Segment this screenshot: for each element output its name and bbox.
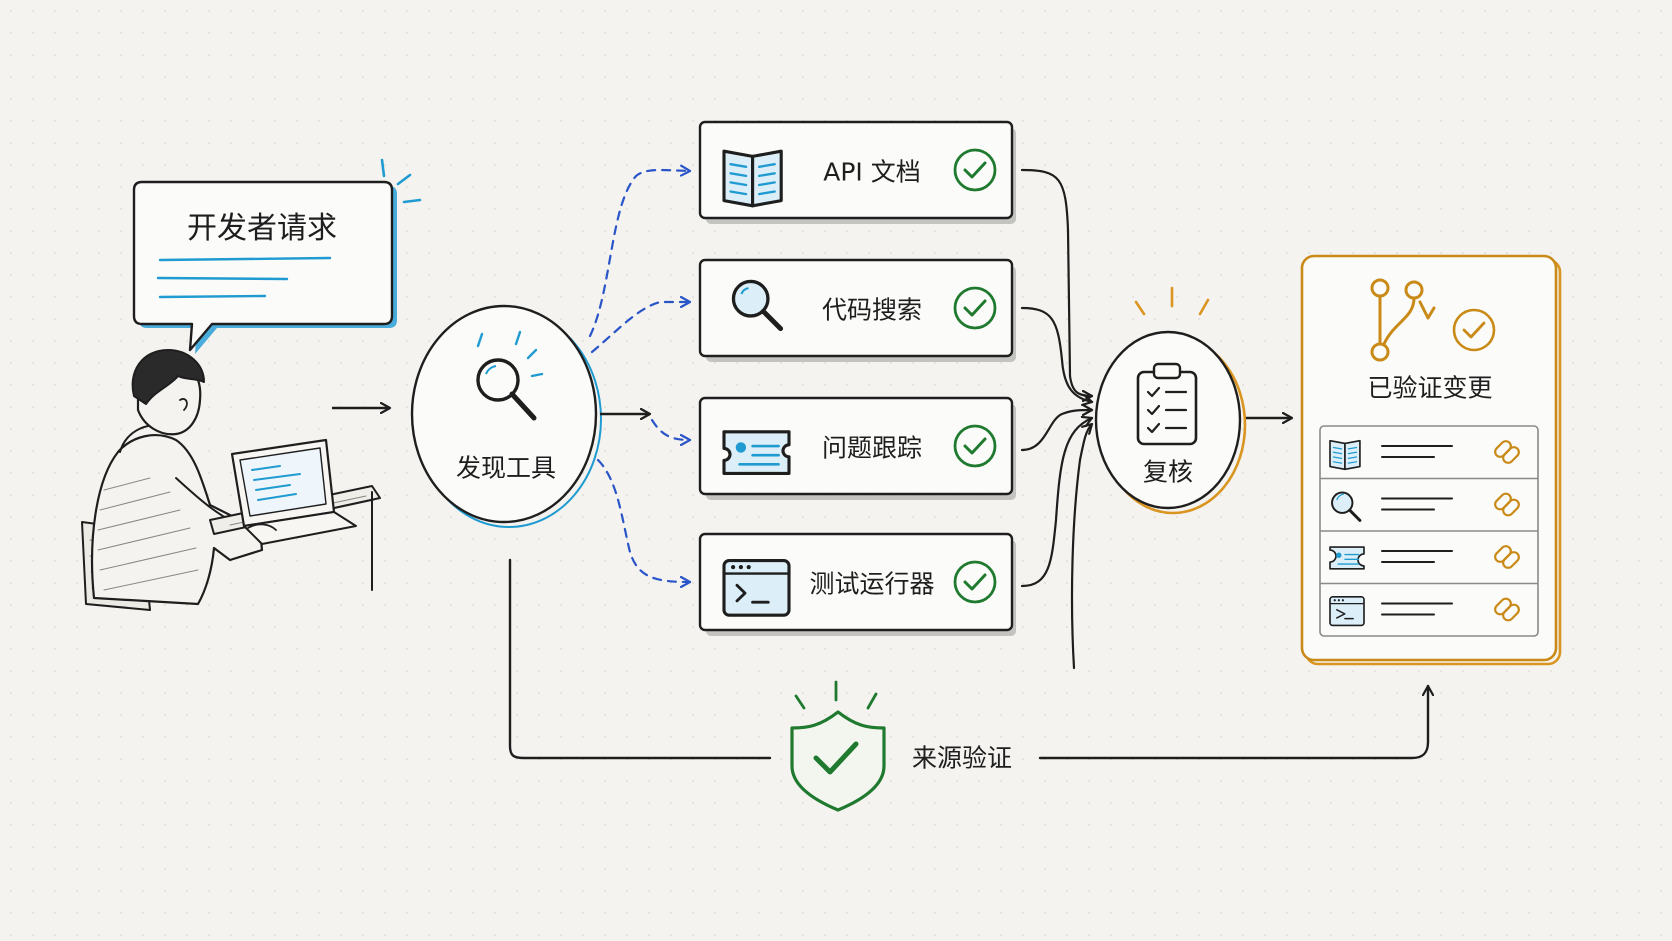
shield-check-icon — [790, 710, 886, 812]
terminal-icon — [722, 559, 791, 617]
result-card[interactable] — [1300, 254, 1562, 666]
result-label: 已验证变更 — [1367, 373, 1493, 403]
tool-card-test-runner[interactable] — [698, 532, 1016, 636]
result-row — [1320, 530, 1538, 570]
link-icon[interactable] — [1493, 492, 1521, 518]
clipboard-checklist-icon — [1136, 362, 1198, 446]
result-rows — [1320, 439, 1538, 627]
tool-label-code-search: 代码搜索 — [821, 295, 923, 325]
review-node[interactable] — [1094, 286, 1247, 515]
tool-card-issue-tracker[interactable] — [698, 396, 1016, 500]
book-icon — [722, 149, 783, 208]
result-row — [1320, 582, 1538, 627]
provenance-path — [508, 558, 1428, 760]
discovery-node[interactable] — [410, 304, 602, 528]
request-bubble — [132, 180, 397, 354]
magnifier-icon — [731, 279, 784, 332]
discovery-label: 发现工具 — [455, 453, 557, 483]
link-icon[interactable] — [1493, 597, 1521, 623]
magnifier-icon — [476, 358, 537, 421]
tool-card-api-docs[interactable] — [698, 120, 1016, 224]
sparkle-icon — [794, 680, 878, 710]
tool-card-code-search[interactable] — [698, 258, 1016, 362]
tool-cards — [698, 120, 1016, 636]
magnifier-icon — [1331, 491, 1362, 522]
link-icon[interactable] — [1493, 439, 1521, 465]
book-icon — [1329, 439, 1361, 471]
review-label: 复核 — [1142, 457, 1194, 487]
result-row — [1320, 477, 1538, 522]
sparkle-icon — [476, 330, 544, 378]
link-icon[interactable] — [1493, 544, 1521, 570]
result-row — [1329, 439, 1521, 471]
sparkle-icon — [380, 158, 422, 204]
terminal-icon — [1329, 596, 1365, 627]
tool-label-issue-tracker: 问题跟踪 — [821, 433, 923, 463]
sparkle-icon — [1134, 286, 1210, 316]
git-branch-icon — [1370, 278, 1436, 362]
request-label: 开发者请求 — [187, 211, 337, 246]
verified-check-icon — [1452, 308, 1496, 352]
tool-connectors — [588, 170, 692, 582]
ticket-icon — [1329, 546, 1365, 570]
tool-label-test-runner: 测试运行器 — [809, 569, 935, 599]
ticket-icon — [722, 430, 791, 475]
check-icon — [953, 148, 997, 192]
check-icon — [953, 286, 997, 330]
check-icon — [953, 424, 997, 468]
provenance-label: 来源验证 — [911, 743, 1013, 773]
developer-illustration — [81, 349, 381, 611]
tool-label-api-docs: API 文档 — [823, 157, 921, 187]
check-icon — [953, 560, 997, 604]
review-connectors — [1020, 168, 1094, 670]
